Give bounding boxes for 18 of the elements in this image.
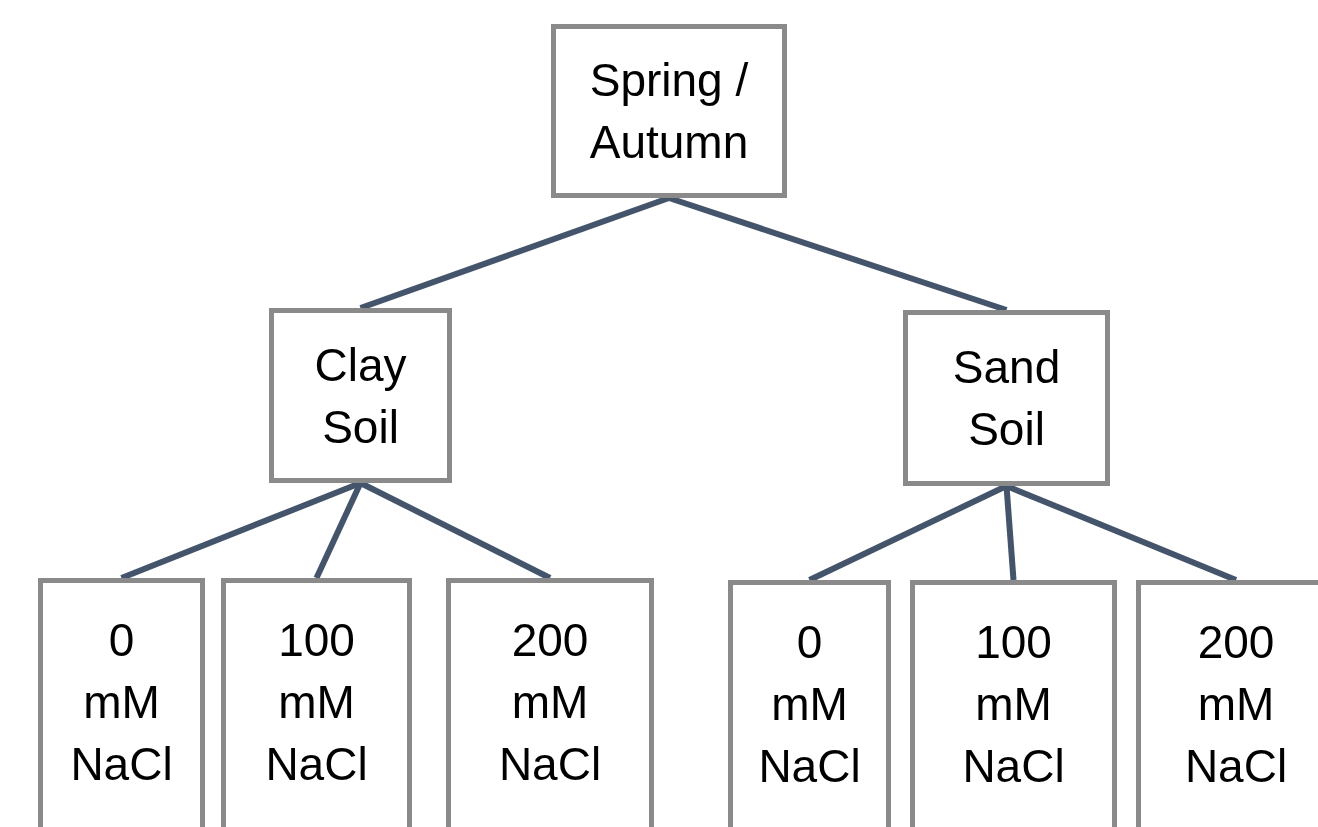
category-box (1136, 580, 1318, 827)
box-label: 100 mM NaCl (962, 615, 1065, 794)
category-box (38, 578, 205, 827)
box-label: 200 mM NaCl (1184, 615, 1288, 794)
box-label: 0 mM NaCl (758, 615, 861, 794)
box-label: Sand Soil (952, 340, 1061, 457)
category-box (728, 580, 891, 827)
box-label: 200 mM NaCl (498, 613, 602, 792)
category-box (903, 310, 1110, 486)
box-label: Clay Soil (314, 337, 407, 455)
box-label: 100 mM NaCl (265, 613, 368, 792)
category-box (551, 24, 787, 198)
box-label: Spring / Autumn (588, 53, 750, 170)
box-label: 0 mM NaCl (70, 613, 173, 792)
category-box (221, 578, 412, 827)
category-box (446, 578, 654, 827)
category-box (910, 580, 1117, 827)
category-box (269, 308, 452, 483)
